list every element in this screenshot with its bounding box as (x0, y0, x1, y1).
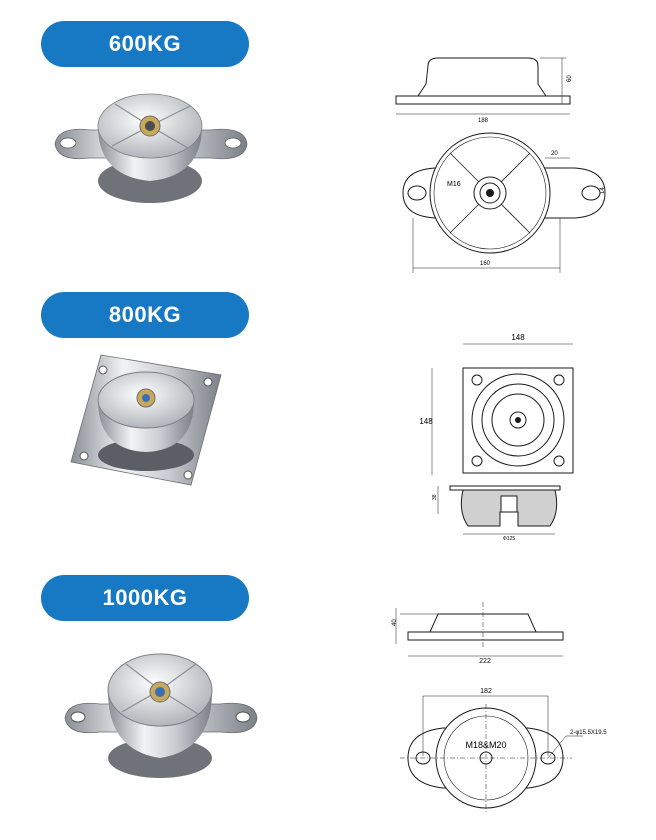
dim-tab: 20 (551, 151, 558, 157)
mount-photo-800kg (70, 354, 222, 486)
dim-holes: 2-φ15.5X19.5 (570, 730, 607, 736)
top-view-drawing-600kg: M16 20 14 160 (402, 132, 606, 273)
dim-bolt: M18&M20 (465, 740, 506, 750)
dim-bolt: M16 (447, 181, 461, 188)
top-view-drawing-800kg: 148 148 (419, 333, 574, 475)
dim-span: 160 (480, 261, 491, 267)
badge-800kg: 800KG (41, 292, 249, 338)
dim-side: 38 (432, 494, 438, 500)
dim-slot: 14 (600, 187, 606, 194)
side-view-drawing-1000kg: 40 222 (392, 602, 564, 665)
mount-photo-600kg (54, 93, 248, 203)
dim-height: 60 (567, 75, 573, 82)
dim-diameter: Φ125 (503, 536, 516, 542)
badge-1000kg: 1000KG (41, 575, 249, 621)
dim-height: 148 (419, 417, 433, 426)
badge-600kg: 600KG (41, 21, 249, 67)
side-view-drawing-600kg: 60 188 (395, 57, 573, 124)
dim-width: 148 (511, 333, 525, 342)
top-view-drawing-1000kg: 182 M18&M20 2-φ15.5X19.5 (400, 688, 607, 814)
mount-photo-1000kg (64, 653, 258, 778)
dim-pitch: 182 (480, 688, 492, 695)
dim-width: 188 (478, 118, 489, 124)
section-view-drawing-800kg: 38 Φ125 (432, 485, 561, 542)
dim-height: 40 (392, 619, 398, 626)
dim-width: 222 (479, 658, 491, 665)
